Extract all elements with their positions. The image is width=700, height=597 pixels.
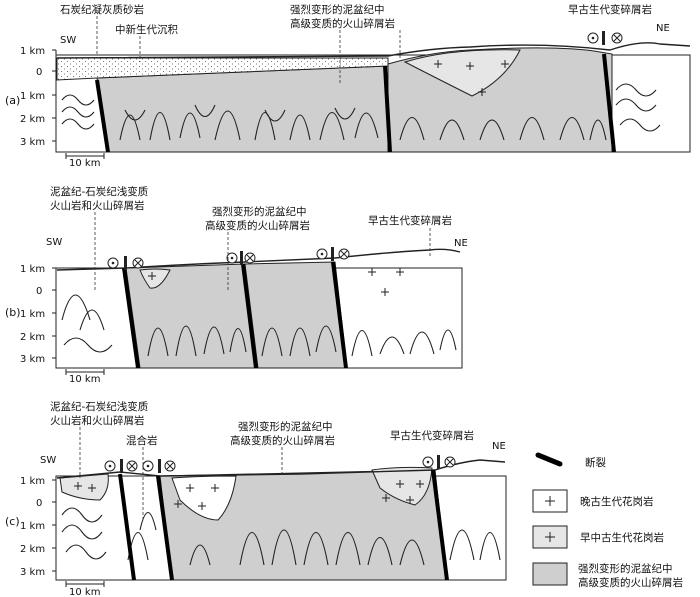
sediment-label: 中新生代沉积	[115, 23, 178, 36]
fault-motion-symbols	[104, 455, 456, 473]
volcanics-label-l2: 高级变质的火山碎屑岩	[290, 17, 395, 30]
fault-line	[431, 469, 449, 581]
legend: 断裂 晚古生代花岗岩 早中古生代花岗岩 强烈变形的泥盆纪中 高级变质的火山碎屑岩	[532, 452, 683, 589]
fold-lines	[61, 294, 457, 357]
migmatite-label: 混合岩	[126, 434, 158, 447]
legend-label: 高级变质的火山碎屑岩	[578, 576, 683, 589]
legend-item-early-mid-paleozoic-granite: 早中古生代花岗岩	[532, 525, 664, 549]
volcanics-label-l1: 强烈变形的泥盆纪中	[238, 420, 333, 433]
depth-axis: 1 km 0 1 km 2 km 3 km	[20, 476, 57, 578]
scale-bar: 10 km	[65, 153, 105, 169]
sw-label: SW	[46, 237, 62, 248]
devonian-carb-label-l1: 泥盆纪-石炭纪浅变质	[50, 185, 148, 198]
sw-label: SW	[60, 35, 76, 46]
early-mid-paleozoic-granite	[403, 49, 521, 97]
early-mid-paleozoic-granite	[371, 466, 433, 506]
depth-axis: 1 km 0 1 km 2 km 3 km	[20, 46, 57, 148]
late-paleozoic-granite	[171, 475, 237, 521]
ne-label: NE	[454, 238, 468, 249]
fault-line	[602, 53, 616, 153]
fault-line	[95, 79, 110, 153]
tick-label: 3 km	[20, 354, 45, 365]
early-mid-paleozoic-granite	[139, 268, 171, 289]
legend-label: 晚古生代花岗岩	[580, 495, 654, 508]
tick-label: 3 km	[20, 137, 45, 148]
volcanics-label-l1: 强烈变形的泥盆纪中	[290, 3, 385, 16]
legend-label: 断裂	[585, 456, 606, 469]
devonian-carb-label-l1: 泥盆纪-石炭纪浅变质	[50, 400, 148, 413]
early-paleozoic-label: 早古生代变碎屑岩	[368, 214, 452, 227]
fault-line	[331, 261, 348, 369]
tick-label: 2 km	[20, 544, 45, 555]
fault-line	[122, 267, 140, 369]
tick-label: 1 km	[20, 521, 45, 532]
panel-label: (c)	[5, 515, 20, 528]
volcanics-label-l1: 强烈变形的泥盆纪中	[212, 205, 307, 218]
mesozoic-cenozoic-sediments	[56, 57, 389, 81]
legend-item-devonian-volcanics: 强烈变形的泥盆纪中 高级变质的火山碎屑岩	[532, 562, 683, 589]
ne-label: NE	[492, 441, 506, 452]
tick-label: 1 km	[20, 264, 45, 275]
panel-a: (a) SW NE 1 km 0 1 km 2 km 3 km	[5, 3, 691, 169]
fault-line	[156, 475, 174, 581]
fault-line	[383, 65, 392, 153]
scale-bar-label: 10 km	[69, 158, 100, 169]
panel-label: (b)	[5, 306, 21, 319]
fault-line	[118, 473, 136, 581]
fault-line	[241, 263, 258, 369]
panel-label: (a)	[5, 94, 20, 107]
scale-bar: 10 km	[65, 369, 105, 385]
tick-label: 2 km	[20, 114, 45, 125]
early-mid-paleozoic-granite	[59, 473, 109, 501]
tick-label: 2 km	[20, 332, 45, 343]
ne-label: NE	[656, 23, 670, 34]
legend-item-fault: 断裂	[535, 452, 606, 469]
tick-label: 1 km	[20, 309, 45, 320]
fold-lines	[61, 507, 501, 566]
tick-label: 3 km	[20, 567, 45, 578]
fold-lines	[61, 83, 661, 141]
fault-motion-symbols	[107, 247, 350, 270]
tick-label: 1 km	[20, 46, 45, 57]
tick-label: 0	[36, 286, 42, 297]
scale-bar: 10 km	[65, 581, 105, 597]
topographic-surface	[56, 42, 691, 59]
legend-item-late-paleozoic-granite: 晚古生代花岗岩	[532, 489, 654, 513]
legend-label: 早中古生代花岗岩	[580, 531, 664, 544]
tick-label: 0	[36, 498, 42, 509]
depth-axis: 1 km 0 1 km 2 km 3 km	[20, 264, 57, 365]
panel-b: (b) SW NE 1 km 0 1 km 2 km 3 km	[5, 185, 468, 385]
volcanics-label-l2: 高级变质的火山碎屑岩	[230, 434, 335, 447]
volcanics-label-l2: 高级变质的火山碎屑岩	[205, 219, 310, 232]
devonian-carb-label-l2: 火山岩和火山碎屑岩	[50, 414, 145, 427]
early-paleozoic-label: 早古生代变碎屑岩	[568, 3, 652, 16]
topographic-surface	[56, 248, 461, 271]
early-paleozoic-label: 早古生代变碎屑岩	[390, 429, 474, 442]
tick-label: 1 km	[20, 476, 45, 487]
fault-motion-symbols	[587, 31, 623, 45]
devonian-carb-label-l2: 火山岩和火山碎屑岩	[50, 199, 145, 212]
tick-label: 0	[36, 67, 42, 78]
granite-symbols	[74, 480, 424, 510]
legend-label: 强烈变形的泥盆纪中	[578, 562, 673, 575]
tick-label: 1 km	[20, 91, 45, 102]
scale-bar-label: 10 km	[69, 587, 100, 597]
devonian-volcanics-body	[244, 261, 348, 369]
sw-label: SW	[40, 455, 56, 466]
carboniferous-tuff-label: 石炭纪凝灰质砂岩	[60, 3, 144, 16]
panel-c: (c) SW NE 1 km 0 1 km 2 km 3 km	[5, 400, 507, 597]
granite-symbols	[434, 60, 509, 96]
granite-symbols	[148, 268, 404, 296]
scale-bar-label: 10 km	[69, 374, 100, 385]
